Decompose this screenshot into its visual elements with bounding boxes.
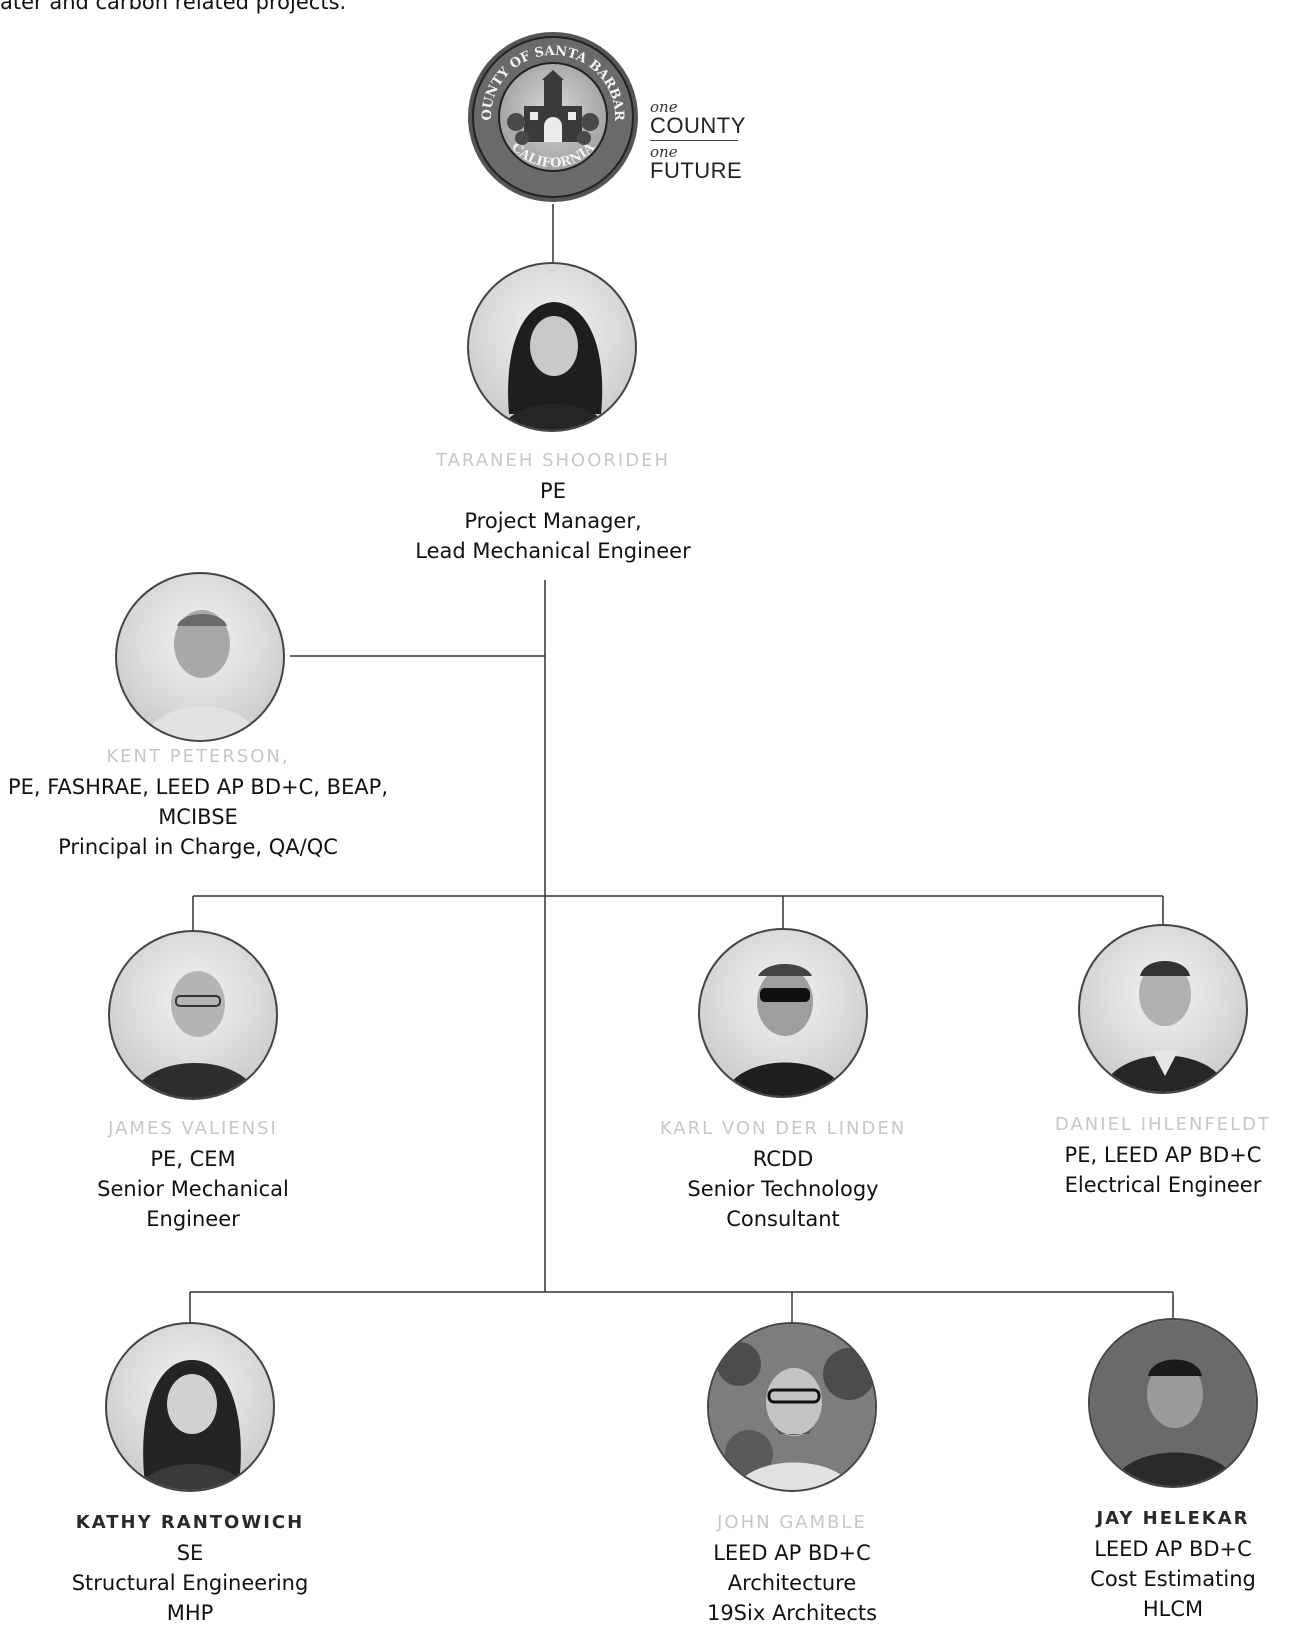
person-role: 19Six Architects <box>706 1601 878 1625</box>
person-role: Project Manager, <box>464 509 642 533</box>
intro-text: ater and carbon related projects. <box>0 0 347 14</box>
person-name: KARL VON DER LINDEN <box>659 1118 907 1139</box>
person-name: TARANEH SHOORIDEH <box>436 450 670 471</box>
person-name: JAY HELEKAR <box>1096 1508 1250 1529</box>
person-name: KATHY RANTOWICH <box>75 1512 305 1533</box>
card-john-gamble: JOHN GAMBLE LEED AP BD+C Architecture 19… <box>660 1508 924 1628</box>
person-name: DANIEL IHLENFELDT <box>1054 1114 1272 1135</box>
person-silhouette-icon <box>1101 961 1229 1092</box>
person-name: JOHN GAMBLE <box>717 1512 867 1533</box>
person-role: Senior Mechanical <box>97 1177 289 1201</box>
person-role: Electrical Engineer <box>1064 1173 1262 1197</box>
person-credentials: LEED AP BD+C <box>713 1541 871 1565</box>
person-name: KENT PETERSON, <box>106 746 290 767</box>
tagline-rule <box>650 140 738 141</box>
person-role: MHP <box>166 1601 214 1625</box>
person-role: HLCM <box>1142 1597 1204 1621</box>
person-role: Cost Estimating <box>1090 1567 1256 1591</box>
person-silhouette-icon <box>709 1324 875 1490</box>
person-silhouette-icon <box>723 964 847 1096</box>
portrait-kent-peterson <box>115 572 285 742</box>
tagline-one-b: one <box>650 143 678 161</box>
person-credentials: PE, FASHRAE, LEED AP BD+C, BEAP, <box>8 775 388 799</box>
person-credentials: PE, CEM <box>150 1147 236 1171</box>
person-role: Architecture <box>727 1571 857 1595</box>
card-taraneh-shoorideh: TARANEH SHOORIDEH PE Project Manager, Le… <box>343 446 763 566</box>
portrait-kathy-rantowich <box>105 1322 275 1492</box>
card-jay-helekar: JAY HELEKAR LEED AP BD+C Cost Estimating… <box>1043 1504 1301 1624</box>
person-silhouette-icon <box>136 1360 248 1490</box>
card-kent-peterson: KENT PETERSON, PE, FASHRAE, LEED AP BD+C… <box>0 742 396 862</box>
portrait-john-gamble <box>707 1322 877 1492</box>
tagline-one-a: one <box>650 98 678 116</box>
person-credentials: PE <box>540 479 566 503</box>
person-role: Principal in Charge, QA/QC <box>58 835 338 859</box>
card-karl-von-der-linden: KARL VON DER LINDEN RCDD Senior Technolo… <box>643 1114 923 1234</box>
portrait-taraneh-shoorideh <box>467 262 637 432</box>
person-role: MCIBSE <box>158 805 238 829</box>
person-name: JAMES VALIENSI <box>108 1118 278 1139</box>
tagline-future: FUTURE <box>650 158 743 183</box>
card-james-valiensi: JAMES VALIENSI PE, CEM Senior Mechanical… <box>63 1114 323 1234</box>
person-credentials: PE, LEED AP BD+C <box>1064 1143 1262 1167</box>
person-role: Senior Technology <box>687 1177 879 1201</box>
county-seal-logo: COUNTY OF SANTA BARBARA CALIFORNIA <box>460 19 640 204</box>
person-role: Engineer <box>146 1207 240 1231</box>
person-credentials: SE <box>176 1541 204 1565</box>
person-silhouette-icon <box>143 610 261 740</box>
person-credentials: LEED AP BD+C <box>1094 1537 1252 1561</box>
person-role: Structural Engineering <box>71 1571 309 1595</box>
person-role: Lead Mechanical Engineer <box>415 539 691 563</box>
card-daniel-ihlenfeldt: DANIEL IHLENFELDT PE, LEED AP BD+C Elect… <box>1030 1110 1296 1200</box>
tagline: one COUNTY one FUTURE <box>650 100 746 182</box>
tagline-county: COUNTY <box>650 113 746 138</box>
portrait-jay-helekar <box>1088 1318 1258 1488</box>
portrait-james-valiensi <box>108 930 278 1100</box>
card-kathy-rantowich: KATHY RANTOWICH SE Structural Engineerin… <box>50 1508 330 1628</box>
person-silhouette-icon <box>500 302 610 430</box>
person-silhouette-icon <box>131 971 259 1098</box>
person-role: Consultant <box>726 1207 840 1231</box>
person-credentials: RCDD <box>752 1147 814 1171</box>
portrait-karl-von-der-linden <box>698 928 868 1098</box>
person-silhouette-icon <box>1090 1320 1256 1486</box>
portrait-daniel-ihlenfeldt <box>1078 924 1248 1094</box>
county-seal-icon: COUNTY OF SANTA BARBARA CALIFORNIA <box>460 19 638 202</box>
